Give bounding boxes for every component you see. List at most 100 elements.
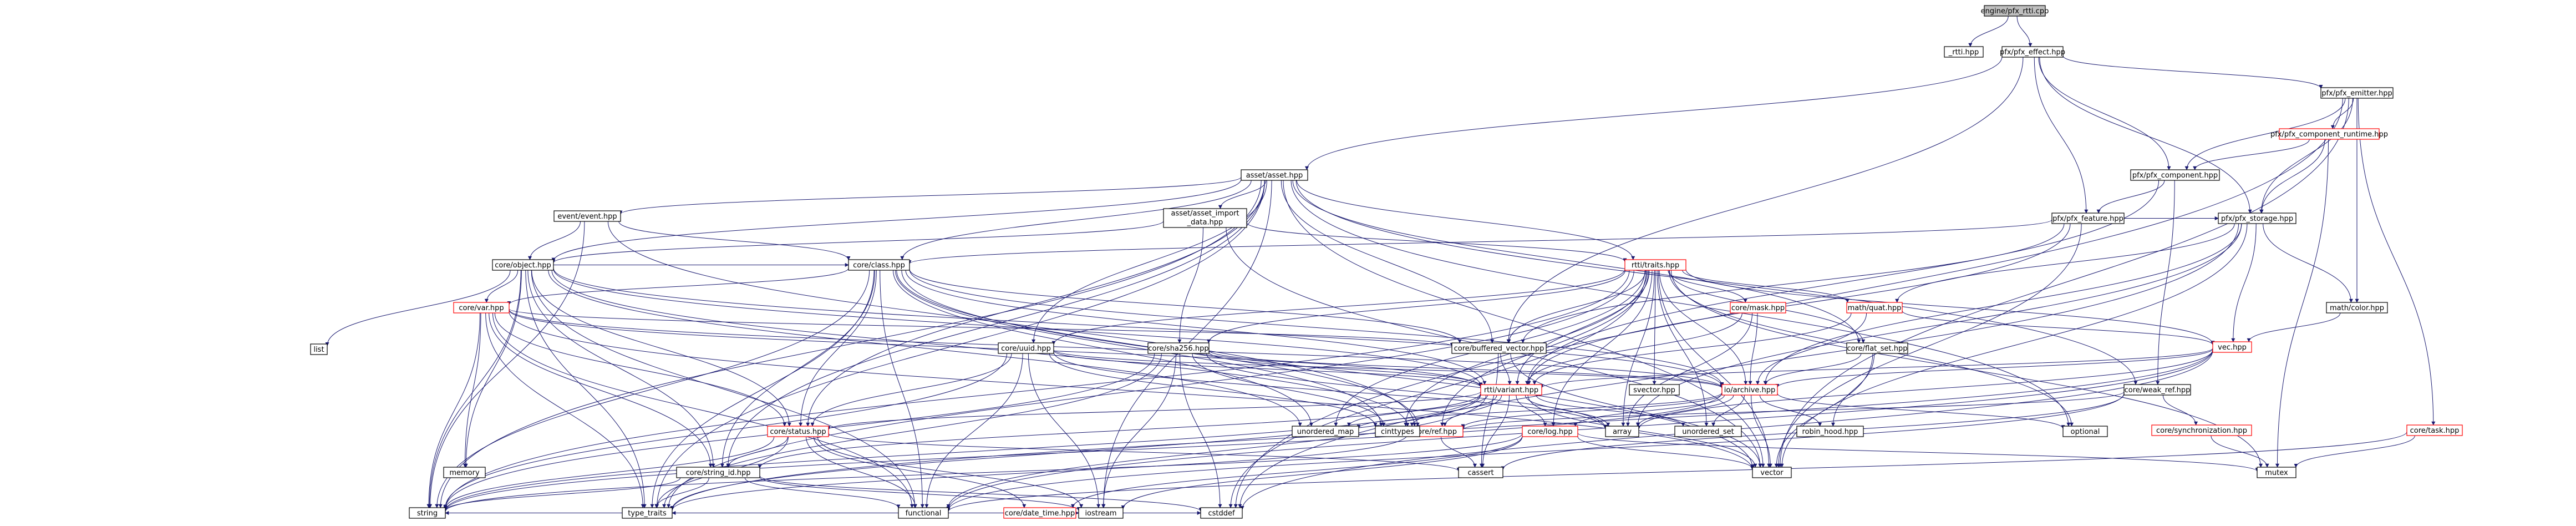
node-cassert[interactable]: cassert [1458, 467, 1503, 478]
edge-asset-to-optional [1290, 180, 2071, 427]
edge-core_status-to-iostream [817, 436, 1084, 508]
node-synchronization[interactable]: core/synchronization.hpp [2151, 424, 2252, 436]
edge-asset_import-to-traits [1246, 222, 1627, 262]
node-box [2001, 46, 2064, 58]
node-core-class[interactable]: core/class.hpp [848, 259, 910, 271]
node-pfx-storage[interactable]: pfx/pfx_storage.hpp [2218, 213, 2296, 224]
edge-root-to-pfx_effect [2016, 16, 2033, 47]
node-buffered-vector[interactable]: core/buffered_vector.hpp [1451, 342, 1547, 354]
node-date-time[interactable]: core/date_time.hpp [1003, 507, 1076, 519]
node-cinttypes[interactable]: cinttypes [1375, 426, 1420, 437]
node-string-id[interactable]: core/string_id.hpp [676, 467, 760, 478]
node-variant[interactable]: rtti/variant.hpp [1480, 384, 1542, 396]
edge-core_class-to-core_status [799, 270, 877, 427]
node-vector[interactable]: vector [1752, 467, 1792, 478]
node-core-var[interactable]: core/var.hpp [453, 302, 510, 313]
node-uuid[interactable]: core/uuid.hpp [998, 342, 1054, 354]
node-weak-ref[interactable]: core/weak_ref.hpp [2123, 384, 2191, 396]
node-task[interactable]: core/task.hpp [2406, 424, 2463, 436]
node-root[interactable]: engine/pfx_rtti.cpp [1981, 5, 2049, 17]
node-math-color[interactable]: math/color.hpp [2326, 302, 2388, 313]
node-box [2151, 424, 2252, 436]
edge-sha256-to-array [1206, 353, 1608, 429]
node-asset[interactable]: asset/asset.hpp [1241, 169, 1308, 181]
node-string[interactable]: string [409, 507, 446, 519]
node-unordered-set[interactable]: unordered_set [1674, 426, 1742, 437]
node-cstddef[interactable]: cstddef [1200, 507, 1243, 519]
node-flat-set[interactable]: core/flat_set.hpp [1846, 342, 1908, 354]
node-iostream[interactable]: iostream [1078, 507, 1124, 519]
node-memory[interactable]: memory [443, 467, 486, 478]
node-label: math/color.hpp [2330, 304, 2384, 312]
node-traits[interactable]: rtti/traits.hpp [1624, 259, 1686, 271]
node-box [1984, 5, 2046, 17]
edge-pfx_component-to-variant [1525, 180, 2160, 385]
node-label: core/ref.hpp [1414, 428, 1457, 436]
node-optional[interactable]: optional [2062, 426, 2108, 437]
edge-flat_set-to-archive [1764, 353, 1862, 385]
node-box [767, 426, 829, 437]
node-core-mask[interactable]: core/mask.hpp [1730, 302, 1786, 313]
node-core-log[interactable]: core/log.hpp [1522, 426, 1578, 437]
edge-string_id-to-functional [744, 477, 901, 509]
node-label: svector.hpp [1633, 386, 1675, 394]
node-asset-import[interactable]: asset/asset_import_data.hpp [1163, 208, 1247, 228]
edge-traits-to-cstddef [1228, 270, 1647, 508]
node-label: pfx/pfx_component_runtime.hpp [2270, 130, 2388, 139]
node-pfx-emitter[interactable]: pfx/pfx_emitter.hpp [2320, 87, 2394, 99]
node-event[interactable]: event/event.hpp [553, 210, 621, 222]
edge-traits-to-mutex [1670, 270, 2263, 468]
node-vec[interactable]: vec.hpp [2212, 341, 2252, 353]
edge-core_var-to-vector [509, 311, 1755, 471]
node-rtti[interactable]: _rtti.hpp [1944, 46, 1984, 58]
edge-traits-to-uuid [1051, 269, 1625, 345]
node-list[interactable]: list [310, 343, 328, 355]
edge-traits-to-sha256 [1207, 270, 1625, 343]
node-functional[interactable]: functional [898, 507, 949, 519]
edge-sha256-to-type_traits [662, 353, 1162, 508]
node-unordered-map[interactable]: unordered_map [1292, 426, 1359, 437]
edge-archive-to-string [443, 392, 1723, 512]
edge-string_id-to-cstddef [759, 476, 1203, 512]
node-label: core/string_id.hpp [685, 469, 750, 477]
edge-asset-to-weak_ref [1295, 180, 2138, 385]
node-box [1375, 426, 1420, 437]
node-pfx-effect[interactable]: pfx/pfx_effect.hpp [2000, 46, 2065, 58]
node-pfx-comp-runtime[interactable]: pfx/pfx_component_runtime.hpp [2270, 128, 2388, 140]
node-pfx-component[interactable]: pfx/pfx_component.hpp [2130, 169, 2220, 181]
node-math-quat[interactable]: math/quat.hpp [1846, 302, 1903, 313]
node-label: cstddef [1208, 509, 1235, 518]
node-label: memory [449, 469, 480, 477]
node-box [1163, 208, 1247, 228]
node-core-ref[interactable]: core/ref.hpp [1407, 426, 1464, 437]
edge-core_var-to-archive [509, 309, 1724, 388]
node-box [1752, 467, 1792, 478]
edge-asset-to-core_object [551, 179, 1242, 262]
edge-core_object-to-memory [464, 270, 522, 468]
node-pfx-feature[interactable]: pfx/pfx_feature.hpp [2051, 213, 2125, 224]
edge-math_quat-to-variant [1532, 312, 1852, 385]
node-box [492, 259, 554, 271]
edge-variant-to-cassert [1481, 394, 1510, 468]
node-robin-hood[interactable]: robin_hood.hpp [1796, 426, 1864, 437]
edge-core_object-to-list [325, 270, 511, 346]
node-label: mutex [2265, 469, 2288, 477]
edge-event-to-core_object [528, 221, 581, 260]
node-label: core/synchronization.hpp [2156, 427, 2247, 435]
node-core-status[interactable]: core/status.hpp [767, 426, 829, 437]
node-type-traits[interactable]: type_traits [622, 507, 673, 519]
edge-task-to-mutex [2294, 435, 2415, 468]
node-box [1292, 426, 1359, 437]
node-archive[interactable]: io/archive.hpp [1721, 384, 1778, 396]
edge-asset-to-type_traits [655, 180, 1265, 508]
node-label: functional [906, 509, 942, 518]
node-array[interactable]: array [1605, 426, 1639, 437]
node-core-object[interactable]: core/object.hpp [492, 259, 554, 271]
node-svector[interactable]: svector.hpp [1629, 384, 1680, 396]
node-label: pfx/pfx_effect.hpp [2000, 48, 2065, 57]
edge-vec-to-array [1637, 350, 2213, 430]
node-sha256[interactable]: core/sha256.hpp [1147, 342, 1210, 354]
edge-event-to-core_class [618, 221, 851, 260]
edge-traits-to-buffered_vector [1507, 270, 1646, 343]
node-mutex[interactable]: mutex [2257, 467, 2296, 478]
